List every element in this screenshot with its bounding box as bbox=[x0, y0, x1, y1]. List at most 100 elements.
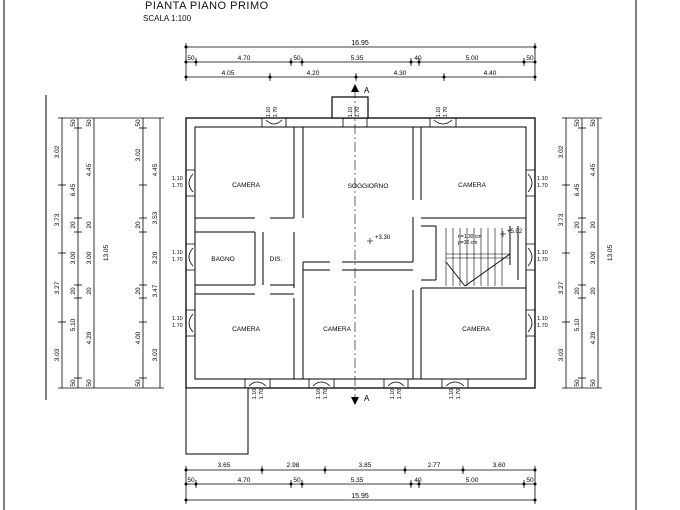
window-label: 1.70 bbox=[172, 183, 183, 189]
window-label: 1.70 bbox=[537, 257, 548, 263]
dim-top-r2: 5.00 bbox=[466, 55, 479, 62]
window-label: 1.70 bbox=[355, 107, 361, 118]
dim-left-inner: 3.47 bbox=[152, 284, 159, 297]
section-arrow-top bbox=[351, 84, 359, 92]
dim-left-mid: 50 bbox=[70, 119, 77, 127]
window-label: 1.10 bbox=[537, 250, 548, 256]
window-label: 1.70 bbox=[172, 257, 183, 263]
room-label-camera: CAMERA bbox=[232, 182, 260, 189]
window-label: 1.10 bbox=[172, 176, 183, 182]
dim-left-mid2: 4.45 bbox=[86, 163, 93, 176]
dim-bot-r1: 3.85 bbox=[359, 462, 372, 469]
window-label: 1.70 bbox=[537, 183, 548, 189]
dim-left-inner: 4.45 bbox=[152, 163, 159, 176]
dim-left-mid: 50 bbox=[70, 379, 77, 387]
dim-left-small: 20 bbox=[86, 221, 93, 229]
window-label: 1.10 bbox=[436, 107, 442, 118]
dim-left-mid: 3.00 bbox=[70, 251, 77, 264]
dim-bot-overall: 15.95 bbox=[351, 493, 369, 500]
dim-left-outer: 3.73 bbox=[54, 213, 61, 226]
window-label: 1.70 bbox=[537, 323, 548, 329]
dim-left-inner: 50 bbox=[135, 379, 142, 387]
dim-left-mid: 6.45 bbox=[70, 183, 77, 196]
dim-top-r2: 50 bbox=[187, 55, 195, 62]
dim-left-outer: 3.02 bbox=[54, 145, 61, 158]
dim-top-r3: 4.30 bbox=[394, 70, 407, 77]
room-label-dis: DIS. bbox=[270, 256, 283, 263]
window-label: 1.10 bbox=[348, 107, 354, 118]
dim-right-mid: 3.00 bbox=[590, 251, 597, 264]
dim-left-mid2: 3.00 bbox=[86, 251, 93, 264]
staircase bbox=[445, 228, 511, 287]
dim-right-mid: 6.45 bbox=[574, 183, 581, 196]
dim-left-small: 20 bbox=[86, 287, 93, 295]
dim-top-r3: 4.20 bbox=[307, 70, 320, 77]
dim-right-mid: 50 bbox=[590, 379, 597, 387]
dim-left-inner: 20 bbox=[135, 221, 142, 229]
dim-left-inner: 4.00 bbox=[135, 331, 142, 344]
windows bbox=[186, 118, 535, 388]
window-label: 1.10 bbox=[172, 316, 183, 322]
interior-walls bbox=[195, 127, 526, 379]
dim-left-total: 13.05 bbox=[103, 244, 110, 261]
window-label: 1.70 bbox=[172, 323, 183, 329]
dim-left-inner: 3.20 bbox=[152, 251, 159, 264]
dim-bot-r2: 50 bbox=[526, 477, 534, 484]
room-label-camera: CAMERA bbox=[232, 326, 260, 333]
dim-left-mid: 20 bbox=[70, 221, 77, 229]
level-mark-main: +3.30 bbox=[367, 235, 391, 244]
svg-text:+3.30: +3.30 bbox=[375, 235, 391, 241]
room-label-soggiorno: SOGGIORNO bbox=[348, 183, 389, 190]
dim-right-mid: 20 bbox=[574, 287, 581, 295]
dim-left-inner: 3.02 bbox=[135, 148, 142, 161]
dim-right-outer: 3.73 bbox=[558, 213, 565, 226]
window-label: 1.70 bbox=[456, 389, 462, 400]
dim-right-outer: 3.02 bbox=[558, 145, 565, 158]
window-label: 1.10 bbox=[537, 316, 548, 322]
dim-bot-r2: 5.35 bbox=[351, 477, 364, 484]
section-mark-top: A bbox=[364, 86, 370, 95]
plan-title: PIANTA PIANO PRIMO bbox=[145, 0, 269, 12]
window-label: 1.10 bbox=[449, 389, 455, 400]
window-label: 1.10 bbox=[266, 107, 272, 118]
dim-left-mid: 20 bbox=[70, 287, 77, 295]
room-label-camera: CAMERA bbox=[462, 326, 490, 333]
room-label-bagno: BAGNO bbox=[211, 256, 234, 263]
level-mark-stair: +5.02 bbox=[500, 229, 523, 237]
dim-top-r3: 4.40 bbox=[484, 70, 497, 77]
window-label: 1.70 bbox=[259, 389, 265, 400]
dim-left-inner: 20 bbox=[135, 287, 142, 295]
dim-top-overall: 16.95 bbox=[351, 40, 369, 47]
dim-right-mid: 4.29 bbox=[590, 331, 597, 344]
exterior-walls bbox=[185, 117, 536, 389]
dim-right-mid: 50 bbox=[590, 119, 597, 127]
window-label: 1.70 bbox=[443, 107, 449, 118]
dim-right-mid: 4.45 bbox=[590, 163, 597, 176]
dim-left-small: 50 bbox=[86, 119, 93, 127]
dim-left-inner: 3.53 bbox=[152, 211, 159, 224]
dim-top-r2: 4.70 bbox=[238, 55, 251, 62]
dim-right-mid: 50 bbox=[574, 119, 581, 127]
dim-right-mid: 5.10 bbox=[574, 318, 581, 331]
dim-bot-r2: 4.70 bbox=[238, 477, 251, 484]
dim-top-r2: 50 bbox=[526, 55, 534, 62]
section-mark-bottom: A bbox=[364, 394, 370, 403]
window-label: 1.10 bbox=[537, 176, 548, 182]
dim-right-outer: 3.27 bbox=[558, 281, 565, 294]
balcony bbox=[331, 96, 369, 119]
dim-top-r2: 40 bbox=[414, 55, 422, 62]
window-label: 1.10 bbox=[172, 250, 183, 256]
dim-top-r2: 50 bbox=[293, 55, 301, 62]
svg-text:+5.02: +5.02 bbox=[507, 229, 523, 235]
dim-bot-r1: 2.98 bbox=[287, 462, 300, 469]
plan-scale: SCALA 1:100 bbox=[143, 14, 192, 23]
dim-left-outer: 3.27 bbox=[54, 281, 61, 294]
dim-bot-r2: 50 bbox=[293, 477, 301, 484]
dim-right-outer: 3.03 bbox=[558, 348, 565, 361]
dim-right-total: 13.05 bbox=[607, 244, 614, 261]
stair-note: n=1.30 cm bbox=[458, 234, 482, 240]
dim-bot-r2: 40 bbox=[414, 477, 422, 484]
dim-top-r3: 4.05 bbox=[222, 70, 235, 77]
